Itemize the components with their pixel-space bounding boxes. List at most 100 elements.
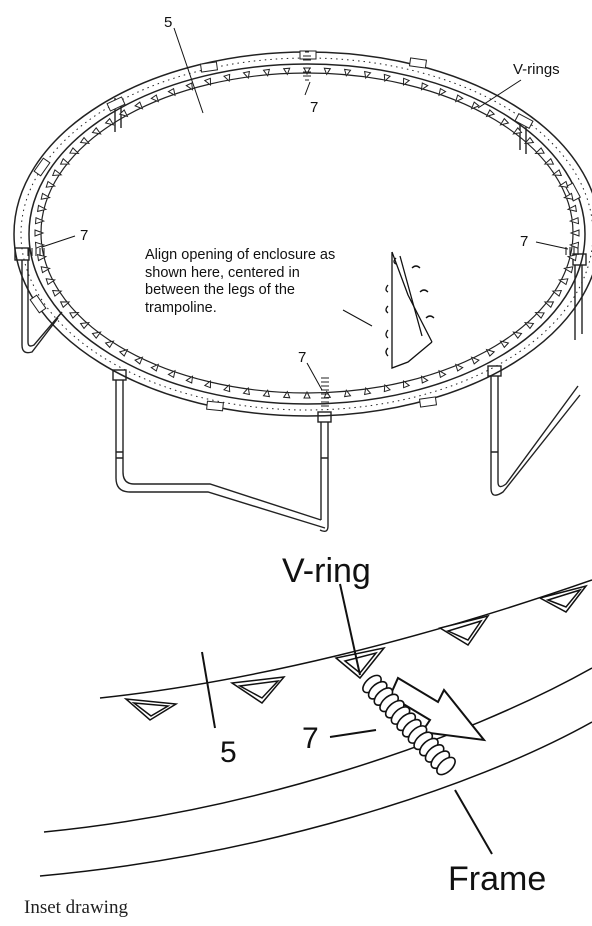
v-ring-tooth (512, 126, 523, 135)
v-ring-tooth (569, 229, 580, 237)
v-ring-tooth (343, 68, 352, 77)
v-ring-tooth (363, 386, 372, 396)
trampoline-legs (14, 98, 587, 533)
v-ring-tooth (118, 348, 129, 357)
v-ring-tooth (454, 363, 464, 372)
inset-mat-label-5: 5 (220, 736, 237, 769)
v-ring-tooth (104, 117, 115, 126)
v-ring-tooth (223, 73, 231, 83)
v-ring-tooth (323, 67, 332, 76)
inset-v-ring-label: V-ring (282, 552, 371, 590)
v-ring-tooth (150, 94, 160, 103)
v-ring-tooth (282, 390, 291, 399)
v-ring-tooth (363, 70, 372, 80)
v-ring-tooth (185, 82, 194, 91)
v-ring-tooth (499, 340, 510, 349)
v-ring-tooth (543, 301, 555, 309)
v-ring-tooth (563, 266, 574, 274)
v-ring-tooth (438, 369, 447, 379)
v-ring-tooth (566, 204, 578, 213)
inset-caption: Inset drawing (24, 897, 128, 918)
inset-spring-label-7: 7 (302, 722, 319, 755)
inset-v-rings (123, 584, 588, 721)
spring-label-top: 7 (310, 99, 318, 116)
v-ring-tooth (402, 379, 411, 389)
v-ring-tooth (185, 375, 194, 384)
inset-spring-coil (362, 674, 456, 776)
spring-label-bottom: 7 (298, 349, 306, 366)
v-rings-around-mat (34, 67, 580, 399)
v-ring-tooth (566, 253, 578, 262)
v-ring-tooth (534, 311, 545, 319)
v-ring-tooth (438, 87, 447, 97)
v-ring-tooth (499, 117, 510, 126)
v-ring-tooth (150, 363, 160, 372)
v-ring-tooth (282, 67, 291, 76)
v-ring-tooth (420, 375, 429, 384)
spring-label-left: 7 (80, 227, 88, 244)
v-ring-tooth (45, 278, 57, 286)
v-ring-tooth (485, 109, 496, 118)
v-ring-tooth (557, 278, 569, 286)
v-ring-tooth (551, 289, 563, 297)
v-ring-tooth (36, 253, 48, 262)
top-leader-lines (41, 27, 569, 391)
v-ring-tooth (91, 331, 102, 340)
v-ring-tooth (262, 389, 271, 398)
v-ring-tooth (45, 180, 57, 188)
v-ring-tooth (563, 192, 574, 200)
v-ring-tooth (79, 136, 91, 145)
v-ring-tooth (534, 147, 545, 155)
v-ring-tooth (69, 311, 80, 319)
v-ring-tooth (104, 340, 115, 349)
v-ring-tooth (242, 70, 251, 80)
spring-label-right: 7 (520, 233, 528, 250)
v-ring-tooth (91, 126, 102, 135)
v-ring-tooth (383, 383, 391, 393)
v-ring-tooth (40, 266, 51, 274)
v-ring-tooth (167, 87, 176, 97)
inset-frame-label: Frame (448, 860, 546, 898)
v-ring-tooth (303, 390, 311, 399)
v-ring-tooth (69, 147, 80, 155)
v-ring-tooth (118, 109, 129, 118)
v-ring-tooth (203, 379, 212, 389)
v-ring-tooth (51, 169, 63, 177)
v-ring-tooth (134, 356, 144, 365)
enclosure-opening-sketch (385, 251, 435, 369)
v-ring-tooth (557, 180, 569, 188)
v-ring-tooth (343, 389, 352, 398)
springs (27, 51, 579, 407)
v-ring-tooth (551, 169, 563, 177)
v-ring-tooth (36, 204, 48, 213)
v-ring-tooth (34, 216, 46, 225)
mat-label-5: 5 (164, 14, 172, 31)
v-ring-tooth (59, 301, 71, 309)
v-ring-tooth (568, 241, 580, 250)
v-ring-tooth (262, 68, 271, 77)
v-ring-tooth (470, 356, 480, 365)
v-ring-tooth (485, 348, 496, 357)
v-ring-tooth (40, 192, 51, 200)
v-ring-tooth (523, 136, 535, 145)
v-ring-tooth (203, 77, 212, 87)
v-ring-tooth (134, 101, 144, 110)
coil-loop (436, 756, 456, 776)
v-ring-tooth (79, 321, 91, 330)
v-ring-tooth (568, 216, 580, 225)
v-rings-label: V-rings (513, 61, 560, 78)
v-ring-tooth (454, 94, 464, 103)
v-ring-tooth (223, 383, 231, 393)
v-ring-tooth (470, 101, 480, 110)
v-ring-tooth (512, 331, 523, 340)
v-ring-tooth (383, 73, 391, 83)
frame-pad-tabs (29, 50, 581, 412)
enclosure-alignment-note: Align opening of enclosure as shown here… (145, 247, 336, 316)
v-ring-tooth (523, 321, 535, 330)
inset-drawing (39, 579, 592, 877)
v-ring-tooth (34, 241, 46, 250)
v-ring-tooth (51, 289, 63, 297)
v-ring-tooth (543, 157, 555, 165)
v-ring-tooth (34, 229, 45, 237)
